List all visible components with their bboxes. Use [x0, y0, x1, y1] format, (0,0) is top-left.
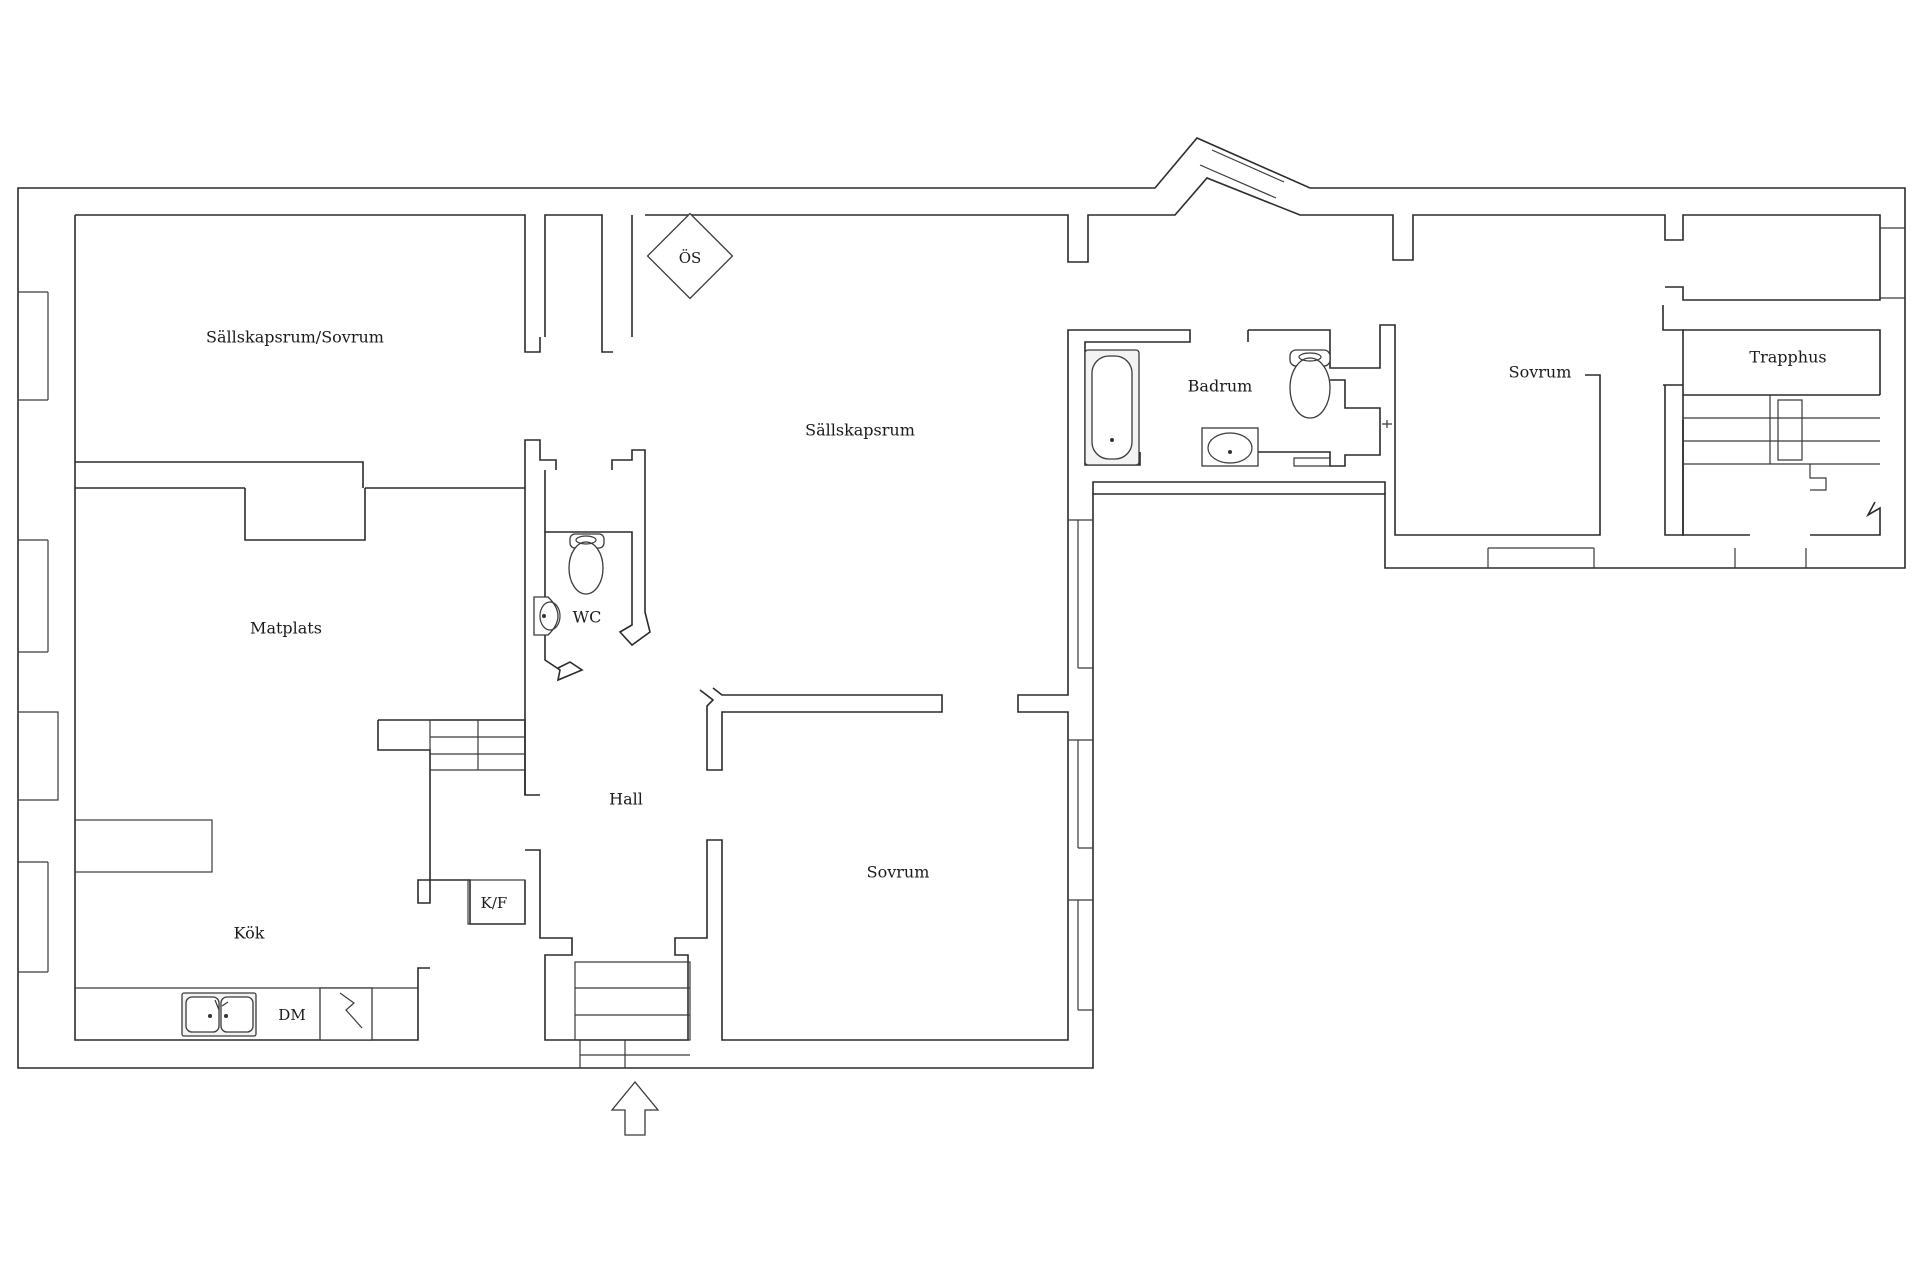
- os-fireplace: [646, 212, 734, 300]
- toilet-icon: [568, 533, 605, 595]
- label-kok: Kök: [233, 923, 265, 943]
- label-sallskapsrum: Sällskapsrum: [805, 420, 915, 440]
- label-trapphus: Trapphus: [1749, 347, 1827, 367]
- label-matplats: Matplats: [250, 618, 322, 638]
- toilet-icon-badrum: [1289, 349, 1331, 419]
- label-kf: K/F: [480, 894, 508, 912]
- label-os: ÖS: [678, 249, 702, 267]
- interior-walls: [75, 305, 1881, 1041]
- double-sink-icon: [181, 992, 257, 1037]
- outer-walls: [17, 137, 1906, 1069]
- stairs: [429, 395, 1880, 1068]
- windows: [18, 149, 1905, 1011]
- label-sovrum-right: Sovrum: [1508, 362, 1572, 382]
- washbasin-icon-badrum: [1201, 427, 1259, 467]
- label-hall: Hall: [609, 789, 643, 809]
- label-wc: WC: [572, 607, 602, 627]
- label-badrum: Badrum: [1187, 376, 1253, 396]
- washbasin-icon: [533, 596, 561, 636]
- stove-icon: [319, 987, 373, 1041]
- label-dm: DM: [278, 1006, 306, 1024]
- label-sallskapsrum-sovrum: Sällskapsrum/Sovrum: [206, 327, 384, 347]
- bathtub-icon: [1084, 349, 1140, 466]
- entrance-arrow-icon: [610, 1080, 660, 1136]
- label-sovrum-lower: Sovrum: [866, 862, 930, 882]
- floor-drain-icon: [1293, 420, 1392, 467]
